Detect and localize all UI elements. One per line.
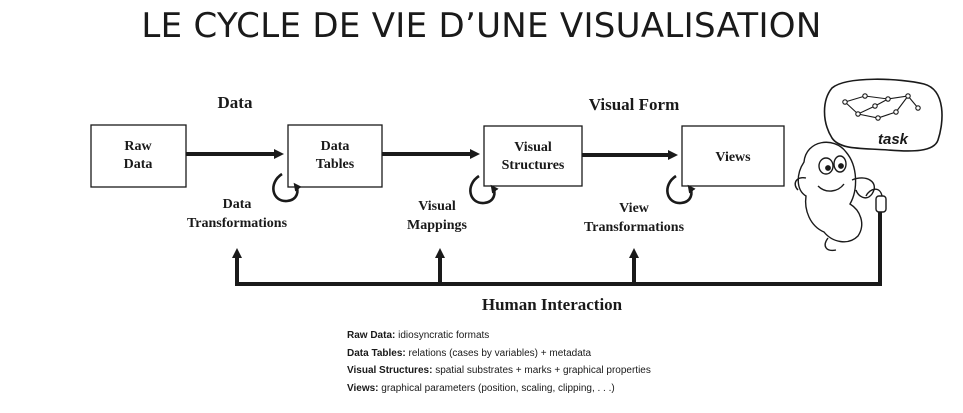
box-views: Views [681, 125, 785, 187]
section-data-heading: Data [218, 93, 253, 112]
human-interaction-label: Human Interaction [482, 295, 623, 314]
box-data-tables-line1: Data [321, 139, 350, 154]
box-visual-structures: Visual Structures [483, 125, 583, 187]
box-raw-data: Raw Data [90, 124, 187, 188]
legend-term: Raw Data: [347, 330, 396, 341]
data-transformations-line1: Data [223, 197, 252, 212]
slide-title: LE CYCLE DE VIE D’UNE VISUALISATION [141, 6, 822, 46]
legend-description: relations (cases by variables) + metadat… [408, 347, 592, 359]
legend-term: Visual Structures: [347, 365, 433, 376]
user-character-icon [794, 141, 887, 252]
visual-mappings-line2: Mappings [407, 218, 467, 233]
legend: Raw Data: idiosyncratic formats Data Tab… [347, 327, 651, 397]
data-transformations-line2: Transformations [187, 216, 288, 231]
legend-description: idiosyncratic formats [398, 330, 490, 341]
legend-item-raw-data: Raw Data: idiosyncratic formats [347, 327, 651, 345]
view-transformations-line2: Transformations [584, 220, 685, 235]
loop-arrow-data-tables [272, 172, 302, 203]
loop-arrow-visual-structures [469, 174, 499, 205]
task-label: task [878, 131, 909, 148]
legend-description: graphical parameters (position, scaling,… [381, 382, 615, 394]
box-data-tables: Data Tables [287, 124, 383, 188]
legend-term: Data Tables: [347, 347, 406, 359]
box-raw-data-line2: Data [124, 157, 153, 172]
legend-item-views: Views: graphical parameters (position, s… [347, 380, 651, 398]
box-data-tables-line2: Tables [316, 157, 355, 172]
task-thought-bubble: task [823, 78, 943, 170]
visual-mappings-line1: Visual [418, 199, 456, 214]
view-transformations-line1: View [619, 201, 650, 216]
box-raw-data-line1: Raw [124, 139, 152, 154]
legend-description: spatial substrates + marks + graphical p… [435, 365, 651, 376]
box-visual-structures-line2: Structures [502, 158, 565, 173]
legend-item-visual-structures: Visual Structures: spatial substrates + … [347, 362, 651, 380]
legend-item-data-tables: Data Tables: relations (cases by variabl… [347, 345, 651, 363]
task-graph-icon [842, 93, 921, 121]
loop-arrow-views [666, 174, 696, 205]
human-interaction-feedback-line [237, 205, 882, 286]
section-visual-form-heading: Visual Form [589, 95, 680, 114]
box-views-label: Views [715, 150, 751, 165]
legend-term: Views: [347, 382, 379, 394]
box-visual-structures-line1: Visual [514, 140, 552, 155]
